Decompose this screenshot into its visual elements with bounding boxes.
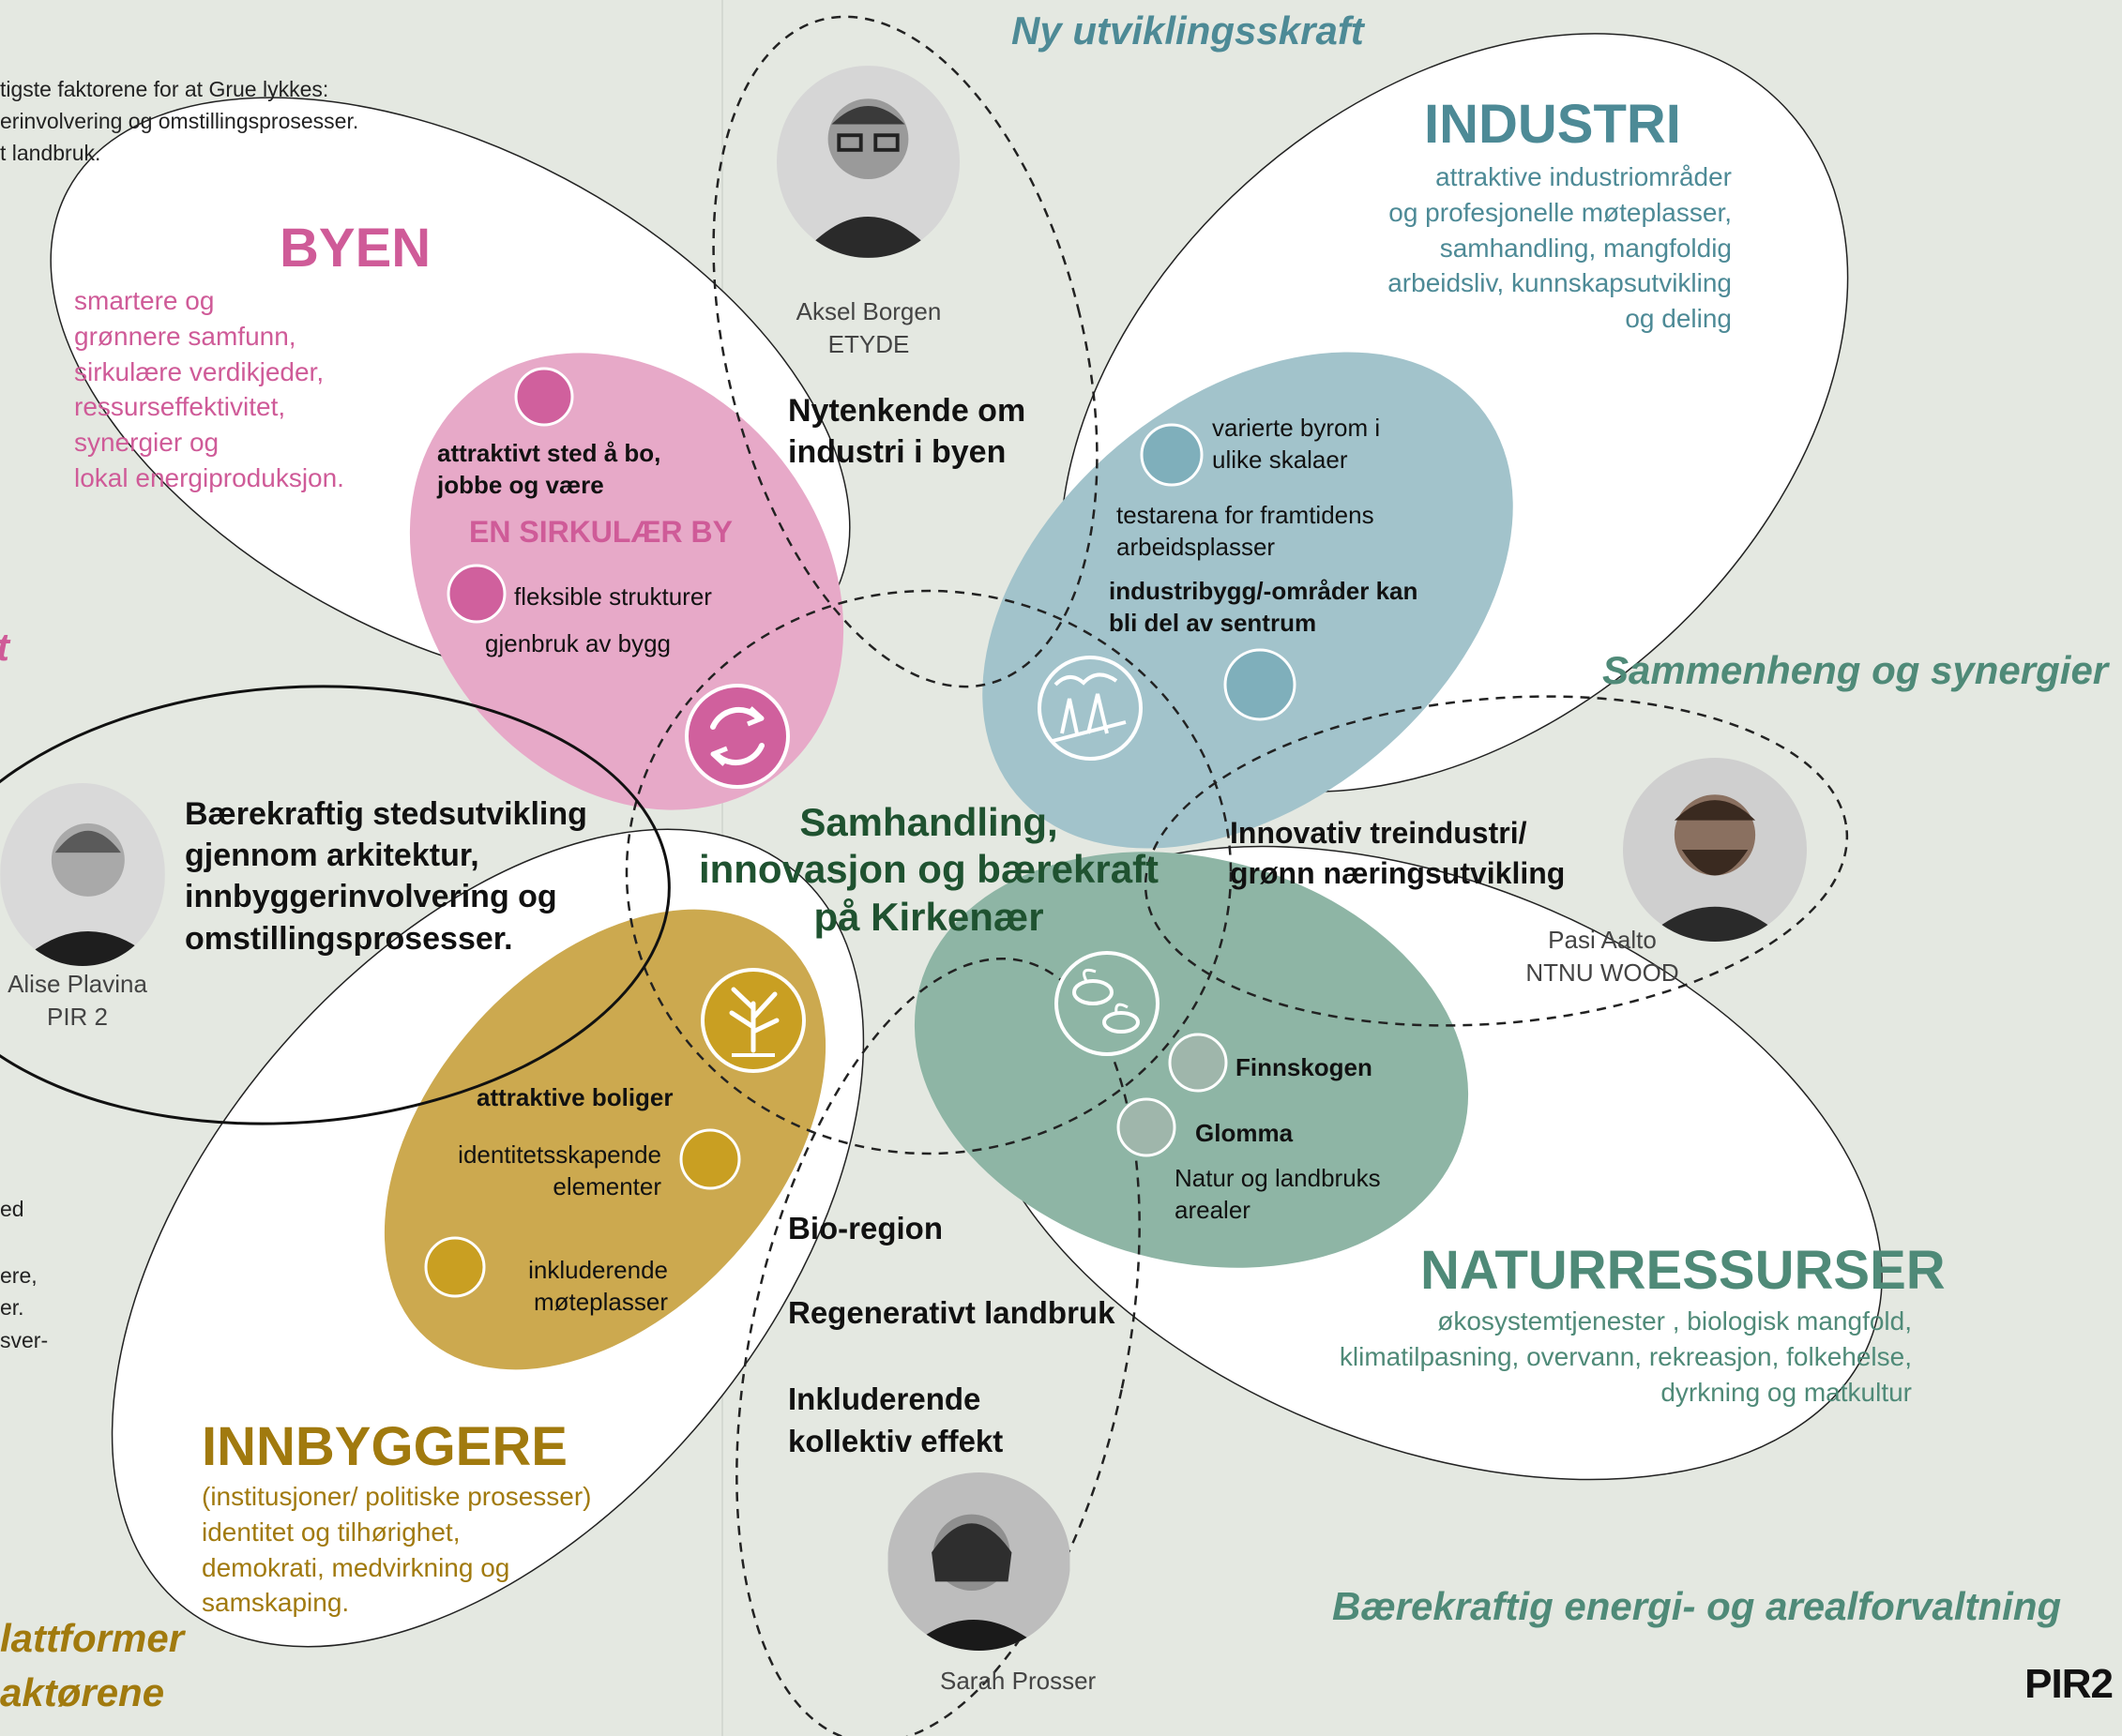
natur-item-finnskogen: Finnskogen: [1235, 1053, 1372, 1081]
aksel-org: ETYDE: [827, 330, 910, 359]
industri-description: attraktive industriområder og profesjone…: [1387, 162, 1732, 334]
byen-dot-1: [514, 367, 574, 427]
aksel-quote: Nytenkende om industri i byen: [788, 393, 1026, 471]
byen-title: BYEN: [280, 218, 432, 279]
innbyggere-title: INNBYGGERE: [202, 1416, 568, 1477]
byen-subtitle: EN SIRKULÆR BY: [469, 515, 733, 549]
recycle-icon: [685, 684, 790, 789]
innbyggere-item-moteplasser: inkluderende møteplasser: [528, 1256, 668, 1316]
avatar-sarah: [887, 1472, 1070, 1651]
sarah-quote-inkluderende: Inkluderende kollektiv effekt: [788, 1381, 1004, 1458]
avatar-alise: [0, 783, 165, 966]
left-edge-fragment-t: t: [0, 624, 9, 671]
industry-landscape-icon: [1038, 656, 1143, 761]
alise-quote: Bærekraftig stedsutvikling gjennom arkit…: [185, 796, 587, 957]
naturressurser-description: økosystemtjenester , biologisk mangfold,…: [1339, 1306, 1912, 1407]
center-title-line-2: innovasjon og bærekraft: [698, 847, 1160, 892]
left-edge-text-3: t landbruk.: [0, 141, 101, 165]
alise-name: Alise Plavina PIR 2: [0, 968, 155, 1034]
left-edge-fragment-ere: ere,: [0, 1263, 38, 1288]
pasi-org: NTNU WOOD: [1525, 959, 1679, 988]
byen-item-attraktivt-sted: attraktivt sted å bo, jobbe og være: [437, 439, 661, 499]
pasi-dashed-ellipse: [1144, 695, 1849, 1027]
byen-item-gjenbruk: gjenbruk av bygg: [485, 629, 672, 657]
industri-item-testarena: testarena for framtidens arbeidsplasser: [1116, 501, 1374, 561]
center-dashed-circle: [625, 589, 1233, 1155]
byen-description: smartere og grønnere samfunn, sirkulære …: [74, 286, 344, 492]
natur-dot-1: [1168, 1033, 1228, 1093]
alise-name-text: Alise Plavina: [8, 970, 147, 998]
industri-item-varierte-byrom: varierte byrom i ulike skalaer: [1212, 414, 1381, 474]
alise-solid-ellipse: [0, 685, 671, 1125]
left-edge-text-1: tigste faktorene for at Grue lykkes:: [0, 77, 329, 101]
avatar-pasi: [1623, 758, 1807, 942]
center-title-line-1: Samhandling,: [799, 800, 1058, 844]
left-edge-text-2: erinvolvering og omstillingsprosesser.: [0, 109, 359, 133]
natur-item-glomma: Glomma: [1195, 1119, 1294, 1147]
innbyggere-description: (institusjoner/ politiske prosesser) ide…: [202, 1482, 592, 1618]
people-tree-icon: [701, 968, 806, 1073]
innbyggere-item-identitet: identitetsskapende elementer: [458, 1140, 661, 1200]
sarah-quote-regenerativt: Regenerativt landbruk: [788, 1295, 1115, 1330]
left-edge-bottom-line-1: lattformer: [0, 1616, 185, 1660]
aksel-dashed-ellipse: [712, 15, 1099, 688]
sarah-quote-bioregion: Bio-region: [788, 1211, 943, 1245]
industri-item-industribygg: industribygg/-områder kan bli del av sen…: [1109, 577, 1418, 637]
pasi-name: Pasi Aalto NTNU WOOD: [1508, 924, 1696, 989]
left-edge-bottom-line-2: aktørene: [0, 1670, 165, 1714]
pasi-quote: Innovativ treindustri/ grønn næringsutvi…: [1230, 816, 1566, 891]
theme-sammenheng-og-synergier: Sammenheng og synergier: [1602, 648, 2109, 692]
naturressurser-title: NATURRESSURSER: [1420, 1240, 1946, 1301]
theme-baerekraftig-energi: Bærekraftig energi- og arealforvaltning: [1332, 1584, 2062, 1628]
industri-dot-2: [1223, 648, 1296, 721]
industri-dot-1: [1140, 423, 1204, 487]
pasi-name-text: Pasi Aalto: [1548, 926, 1657, 954]
theme-ny-utviklingsskraft: Ny utviklingsskraft: [1011, 8, 1364, 53]
pir2-logo: PIR2: [2024, 1661, 2114, 1707]
center-title-line-3: på Kirkenær: [813, 894, 1044, 939]
left-edge-fragment-ed: ed: [0, 1197, 24, 1221]
natur-item-landbruk: Natur og landbruks arealer: [1175, 1164, 1381, 1224]
sarah-dashed-ellipse: [735, 957, 1141, 1736]
byen-dot-2: [447, 564, 507, 624]
sarah-name: Sarah Prosser: [940, 1667, 1097, 1695]
byen-item-fleksible: fleksible strukturer: [514, 582, 712, 611]
innbyggere-item-boliger: attraktive boliger: [477, 1083, 674, 1111]
natur-dot-2: [1116, 1097, 1176, 1157]
left-edge-fragment-er: er.: [0, 1295, 24, 1320]
bees-icon: [1054, 951, 1160, 1056]
aksel-name-text: Aksel Borgen: [796, 297, 942, 325]
innbyggere-dot-2: [424, 1236, 486, 1298]
left-edge-fragment-sver: sver-: [0, 1328, 49, 1352]
innbyggere-dot-1: [679, 1128, 741, 1190]
aksel-name: Aksel Borgen ETYDE: [775, 295, 962, 361]
center-title: Samhandling, innovasjon og bærekraft på …: [666, 799, 1191, 941]
industri-title: INDUSTRI: [1424, 94, 1681, 155]
avatar-aksel: [777, 66, 960, 258]
alise-org: PIR 2: [46, 1003, 109, 1032]
